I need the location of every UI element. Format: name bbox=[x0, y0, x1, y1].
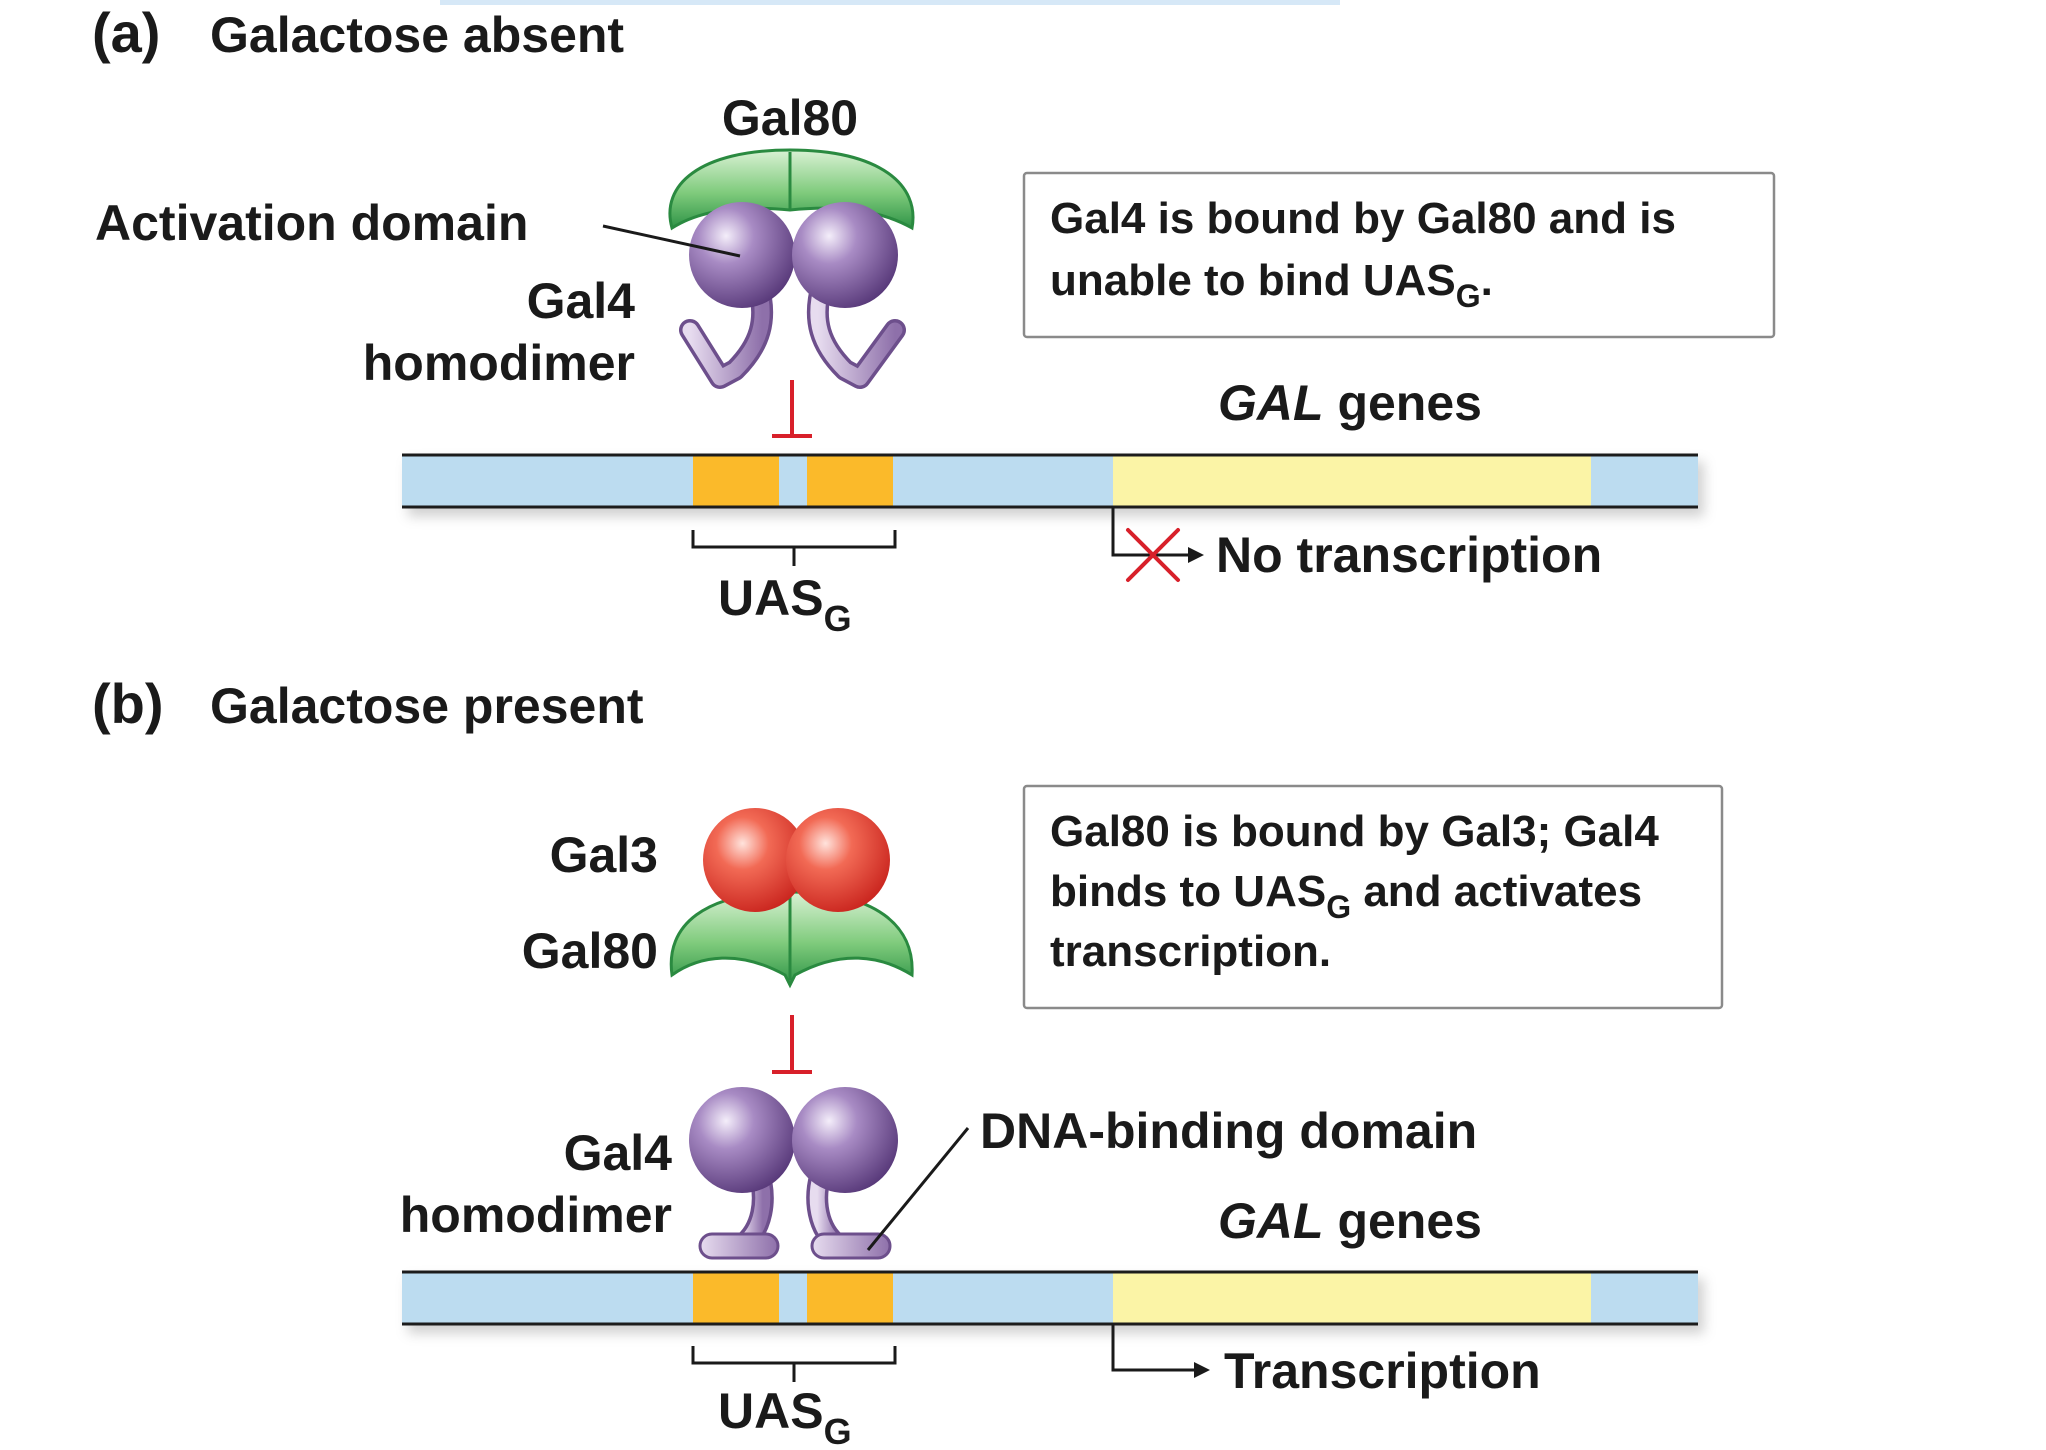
panel-a-uas-site-right bbox=[807, 455, 893, 507]
panel-b-gal80-label: Gal80 bbox=[522, 923, 658, 979]
panel-a-dna bbox=[402, 453, 1698, 509]
panel-a-box-line1: Gal4 is bound by Gal80 and is bbox=[1050, 194, 1676, 243]
panel-b-dna-binding-label: DNA-binding domain bbox=[980, 1103, 1477, 1159]
panel-b-gal4-head-right bbox=[792, 1087, 898, 1193]
panel-b-uas-site-right bbox=[807, 1272, 893, 1324]
panel-b-transcription-arrow bbox=[1111, 1324, 1210, 1378]
panel-a-info-box: Gal4 is bound by Gal80 and is unable to … bbox=[1022, 171, 1776, 339]
panel-b-dna-binding-domain-left bbox=[698, 1232, 780, 1260]
panel-a-transcription-label: No transcription bbox=[1216, 527, 1602, 583]
panel-b-box-line3: transcription. bbox=[1050, 927, 1331, 976]
panel-a-block-x-icon bbox=[1126, 528, 1180, 582]
panel-a-gal4-label-1: Gal4 bbox=[527, 273, 636, 329]
panel-b-gal3-right bbox=[786, 808, 890, 912]
panel-b-gal80-dimer bbox=[669, 890, 914, 989]
panel-a-gal4-label-2: homodimer bbox=[363, 335, 635, 391]
panel-a-activation-label: Activation domain bbox=[95, 195, 528, 251]
panel-a-inhibition-symbol bbox=[772, 380, 812, 438]
panel-a-gal4-head-right bbox=[792, 202, 898, 308]
panel-b-uas-bracket bbox=[691, 1346, 897, 1382]
panel-b-tag: (b) bbox=[92, 672, 164, 735]
panel-b-uas-label: UASG bbox=[718, 1383, 852, 1450]
panel-b-gal4-label-2: homodimer bbox=[400, 1187, 672, 1243]
panel-b-gal4-label-1: Gal4 bbox=[564, 1125, 673, 1181]
panel-a-gal4-head-left bbox=[689, 202, 795, 308]
panel-a-box-line2: unable to bind UASG. bbox=[1050, 256, 1493, 314]
panel-b-dna-binding-domain-right bbox=[810, 1232, 892, 1260]
panel-b-gal4-head-left bbox=[689, 1087, 795, 1193]
panel-b-uas-site-left bbox=[693, 1272, 779, 1324]
panel-b-transcription-label: Transcription bbox=[1224, 1343, 1541, 1399]
panel-a-uas-bracket bbox=[691, 530, 897, 566]
panel-a-transcription-arrow bbox=[1111, 507, 1204, 563]
panel-b-box-line2: binds to UASG and activates bbox=[1050, 867, 1642, 925]
panel-b-info-box: Gal80 is bound by Gal3; Gal4 binds to UA… bbox=[1022, 784, 1724, 1010]
panel-a-gal80-label: Gal80 bbox=[722, 90, 858, 146]
panel-b-dna-binding-leader bbox=[866, 1127, 970, 1251]
panel-b-box-line1: Gal80 is bound by Gal3; Gal4 bbox=[1050, 807, 1659, 856]
panel-a-uas-site-left bbox=[693, 455, 779, 507]
panel-a-activation-leader bbox=[602, 224, 741, 258]
panel-b-gal3-left bbox=[703, 808, 807, 912]
panel-b-gal-genes-region bbox=[1113, 1272, 1591, 1324]
panel-a-uas-label: UASG bbox=[718, 570, 852, 639]
panel-b-gal3-label: Gal3 bbox=[550, 827, 658, 883]
panel-a-genes-label: GAL genes bbox=[1218, 375, 1482, 431]
panel-b-dna bbox=[402, 1270, 1698, 1326]
panel-b-inhibition-symbol bbox=[772, 1015, 812, 1074]
panel-a: (a) Galactose absent Gal80 Activation do… bbox=[92, 1, 1776, 639]
panel-a-tag: (a) bbox=[92, 1, 160, 64]
panel-a-title: Galactose absent bbox=[210, 7, 624, 63]
panel-b-title: Galactose present bbox=[210, 678, 644, 734]
top-highlight bbox=[440, 0, 1340, 5]
panel-a-gal-genes-region bbox=[1113, 455, 1591, 507]
panel-b: (b) Galactose present Gal3 Gal80 Gal80 i… bbox=[92, 672, 1724, 1450]
panel-b-genes-label: GAL genes bbox=[1218, 1193, 1482, 1249]
